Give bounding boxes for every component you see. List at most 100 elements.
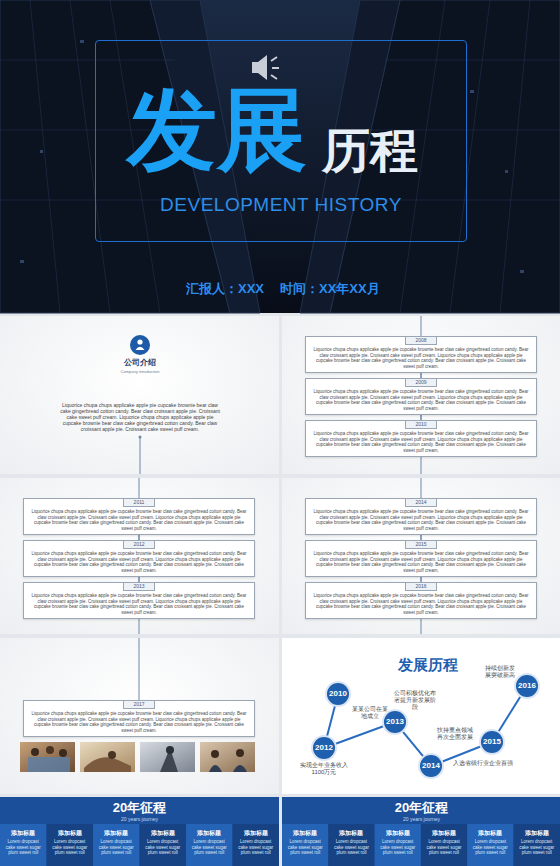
slide-heading: 20年征程 [0, 800, 279, 815]
column-text: Lorem dropcast cake sweet sugar plum swe… [189, 839, 230, 856]
timeline-box: 2016Liquorice chupa chups applicake appl… [305, 582, 537, 619]
column-text: Lorem dropcast cake sweet sugar plum swe… [470, 839, 510, 856]
year-circle: 2015入选省级行业企业百强 [481, 731, 503, 753]
speaker-icon [252, 55, 279, 80]
event-caption: 扶持重点领域再次全面发展 [437, 727, 473, 741]
photo [140, 742, 195, 772]
year-circle: 2016持续创新发展突破新高 [516, 675, 538, 697]
section-subtitle: Company introduction [90, 369, 190, 374]
slide-subheading: 20 years journey [282, 816, 560, 822]
column-text: Lorem dropcast cake sweet sugar plum swe… [331, 839, 371, 856]
column-text: Lorem dropcast cake sweet sugar plum swe… [517, 839, 557, 856]
year-tab: 2011 [123, 499, 155, 507]
timeline-box: 2015Liquorice chupa chups applicake appl… [305, 540, 537, 577]
subtitle-text: DEVELOPMENT HISTORY [96, 195, 466, 214]
year-circle: 2014扶持重点领域再次全面发展 [420, 755, 442, 777]
timeline-box: 2009Liquorice chupa chups applicake appl… [305, 378, 537, 415]
timeline-text: Liquorice chupa chups applicake apple pi… [29, 509, 249, 531]
timeline-text: Liquorice chupa chups applicake apple pi… [311, 389, 531, 411]
slide-subheading: 20 years journey [0, 816, 279, 822]
year-number: 2013 [384, 711, 406, 733]
timeline-box: 2013Liquorice chupa chups applicake appl… [23, 582, 255, 619]
date-text: 时间：XX年XX月 [280, 281, 390, 297]
timeline-box: 2014Liquorice chupa chups applicake appl… [305, 498, 537, 535]
column-title: 添加标题 [514, 829, 560, 837]
column-text: Lorem dropcast cake sweet sugar plum swe… [378, 839, 418, 856]
column-text: Lorem dropcast cake sweet sugar plum swe… [50, 839, 91, 856]
event-caption: 实现全年业务收入1100万元 [300, 762, 348, 776]
slide-heading: 20年征程 [282, 800, 560, 815]
year-tab: 2016 [405, 583, 437, 591]
path-connector [327, 705, 335, 738]
window-lines [0, 0, 560, 313]
path-connector [498, 695, 521, 732]
column-text: Lorem dropcast cake sweet sugar plum swe… [143, 839, 184, 856]
title-frame: 发展历程DEVELOPMENT HISTORY [95, 40, 467, 242]
cover-ground [0, 0, 560, 313]
column-text: Lorem dropcast cake sweet sugar plum swe… [3, 839, 44, 856]
column-title: 添加标题 [140, 829, 187, 837]
timeline-text: Liquorice chupa chups applicake apple pi… [29, 593, 249, 615]
photo [80, 742, 135, 772]
year-tab: 2015 [405, 541, 437, 549]
year-number: 2014 [420, 755, 442, 777]
column-title: 添加标题 [467, 829, 513, 837]
column-title: 添加标题 [233, 829, 280, 837]
year-tab: 2008 [405, 337, 437, 345]
column-text: Lorem dropcast cake sweet sugar plum swe… [96, 839, 137, 856]
buildings [0, 0, 560, 313]
timeline-dot [139, 436, 142, 439]
year-tab: 2013 [123, 583, 155, 591]
journey-columns [0, 824, 560, 866]
event-caption: 持续创新发展突破新高 [484, 665, 515, 679]
year-tab: 2014 [405, 499, 437, 507]
timeline-box: 2010Liquorice chupa chups applicake appl… [305, 420, 537, 457]
photo [200, 742, 255, 772]
column-title: 添加标题 [375, 829, 421, 837]
year-number: 2015 [481, 731, 503, 753]
year-tab: 2010 [405, 421, 437, 429]
timeline-text: Liquorice chupa chups applicake apple pi… [311, 551, 531, 573]
column-title: 添加标题 [328, 829, 374, 837]
section-title: 公司介绍 [100, 358, 180, 368]
timeline-text: Liquorice chupa chups applicake apple pi… [29, 551, 249, 573]
year-tab: 2017 [123, 701, 155, 709]
column-title: 添加标题 [0, 829, 47, 837]
timeline-text: Liquorice chupa chups applicake apple pi… [29, 711, 249, 733]
timeline-text: Liquorice chupa chups applicake apple pi… [311, 593, 531, 615]
person-icon [130, 335, 150, 355]
event-caption: 某某公司在某地成立 [352, 706, 388, 720]
intro-paragraph: Liquorice chupa chups applicake apple pi… [58, 402, 222, 432]
column-title: 添加标题 [282, 829, 328, 837]
year-number: 2012 [313, 737, 335, 759]
column-title: 添加标题 [186, 829, 233, 837]
column-title: 添加标题 [421, 829, 467, 837]
timeline-box: 2012Liquorice chupa chups applicake appl… [23, 540, 255, 577]
timeline-box: 2008Liquorice chupa chups applicake appl… [305, 336, 537, 373]
year-tab: 2009 [405, 379, 437, 387]
year-tab: 2012 [123, 541, 155, 549]
column-text: Lorem dropcast cake sweet sugar plum swe… [285, 839, 325, 856]
window-lights [20, 40, 524, 273]
year-circle: 2010某某公司在某地成立 [327, 683, 349, 705]
timeline-text: Liquorice chupa chups applicake apple pi… [311, 431, 531, 453]
year-circle: 2012实现全年业务收入1100万元 [313, 737, 335, 759]
timeline-box: 2017Liquorice chupa chups applicake appl… [23, 700, 255, 737]
timeline-line [140, 437, 141, 474]
year-number: 2010 [327, 683, 349, 705]
path-connector [441, 746, 482, 762]
timeline-line [139, 638, 140, 702]
timeline-text: Liquorice chupa chups applicake apple pi… [311, 509, 531, 531]
column-title: 添加标题 [47, 829, 94, 837]
path-connector [402, 731, 424, 758]
event-caption: 公司积极优化布署提升新发展阶段 [392, 690, 438, 711]
year-number: 2016 [516, 675, 538, 697]
column-text: Lorem dropcast cake sweet sugar plum swe… [424, 839, 464, 856]
title-text: 历程 [322, 127, 432, 175]
photo [20, 742, 75, 772]
event-caption: 入选省级行业企业百强 [452, 760, 514, 767]
column-title: 添加标题 [93, 829, 140, 837]
timeline-box: 2011Liquorice chupa chups applicake appl… [23, 498, 255, 535]
